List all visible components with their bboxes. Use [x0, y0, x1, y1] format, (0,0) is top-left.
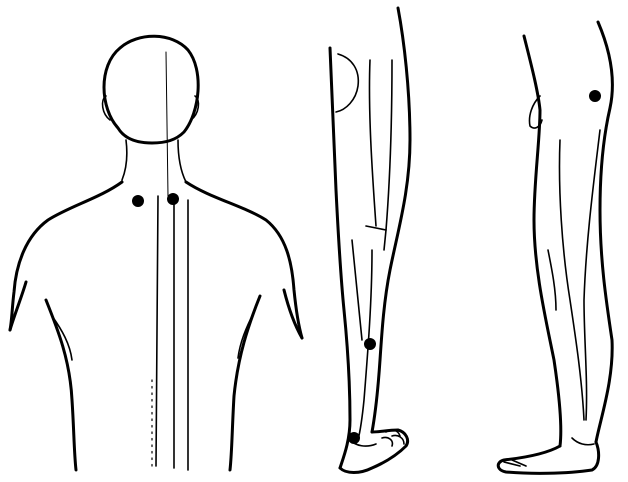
knee-line — [548, 250, 556, 310]
right-arm-stub — [284, 290, 302, 338]
body-back-contour — [596, 22, 612, 442]
body-side-view-figure — [498, 22, 612, 473]
head-outline — [104, 36, 198, 143]
right-torso-side — [230, 296, 260, 470]
thigh-back-line — [584, 130, 600, 420]
leg-back-contour — [372, 8, 410, 432]
acupoint-hip-1 — [589, 90, 601, 102]
hip-curve — [336, 54, 358, 112]
head-midline — [166, 52, 168, 196]
acupoint-back-2 — [167, 193, 179, 205]
left-shoulder-outline — [10, 182, 122, 330]
neck-right — [178, 140, 186, 182]
neck-left — [122, 140, 127, 180]
leg-side-view-figure — [330, 8, 410, 473]
acupoint-back-1 — [132, 195, 144, 207]
acupoint-leg-1 — [364, 338, 376, 350]
acupoint-leg-2 — [348, 432, 360, 444]
right-shoulder-outline — [186, 182, 302, 338]
calf-line — [352, 240, 362, 340]
left-torso-side — [46, 300, 76, 470]
side-foot-outline — [498, 442, 598, 473]
side-ankle — [572, 438, 594, 445]
thigh-front-line — [559, 140, 584, 420]
body-front-contour — [524, 36, 561, 446]
knee-crease — [366, 226, 386, 250]
thigh-inner-line — [369, 60, 376, 226]
spine-line-center — [156, 196, 158, 466]
thigh-channel-line — [386, 60, 392, 230]
back-view-figure — [10, 36, 302, 470]
